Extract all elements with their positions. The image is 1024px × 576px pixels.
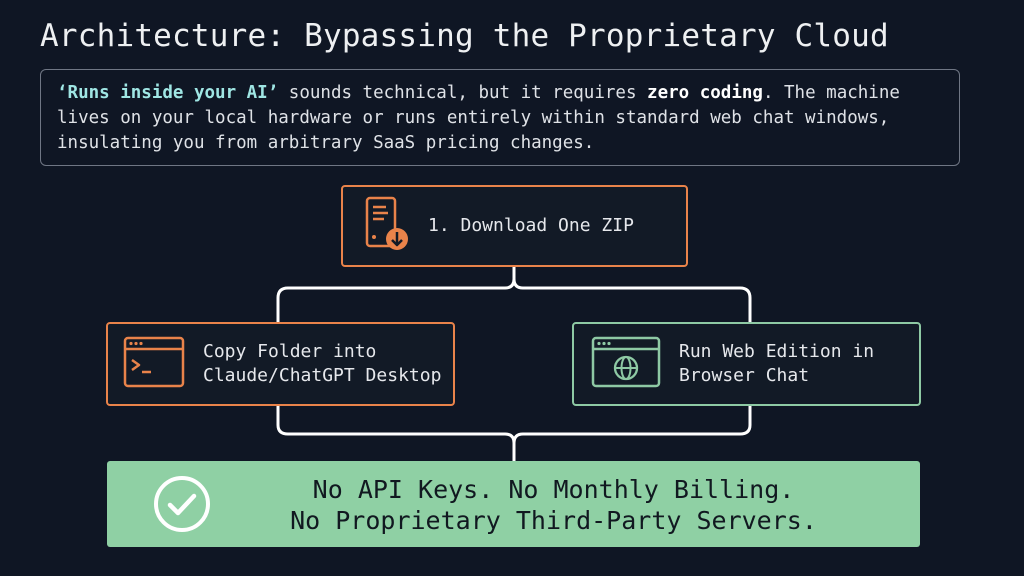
intro-quote: ‘Runs inside your AI’ bbox=[57, 83, 279, 103]
intro-text-1: sounds technical, but it requires bbox=[278, 83, 648, 103]
connector-top-split bbox=[276, 265, 516, 324]
connector-bottom-merge bbox=[276, 404, 516, 463]
intro-emphasis: zero coding bbox=[647, 83, 763, 103]
checkmark-circle-icon bbox=[152, 474, 212, 538]
step-download-label: 1. Download One ZIP bbox=[428, 215, 634, 236]
result-line-2: No Proprietary Third-Party Servers. bbox=[290, 506, 817, 535]
slide-title: Architecture: Bypassing the Proprietary … bbox=[40, 18, 889, 54]
step-web-line-2: Browser Chat bbox=[679, 365, 810, 386]
step-copy-line-1: Copy Folder into bbox=[203, 341, 377, 362]
step-web-line-1: Run Web Edition in bbox=[679, 341, 875, 362]
result-line-1: No API Keys. No Monthly Billing. bbox=[312, 475, 795, 504]
intro-callout: ‘Runs inside your AI’ sounds technical, … bbox=[40, 69, 960, 166]
zip-file-download-icon bbox=[364, 195, 410, 257]
step-copy-folder: Copy Folder into Claude/ChatGPT Desktop bbox=[106, 322, 455, 406]
browser-globe-icon bbox=[591, 336, 661, 392]
intro-text-2: . The machine lives on your local hardwa… bbox=[57, 83, 900, 153]
step-download-zip: 1. Download One ZIP bbox=[341, 185, 688, 267]
terminal-window-icon bbox=[123, 336, 185, 392]
result-text: No API Keys. No Monthly Billing. No Prop… bbox=[217, 474, 890, 536]
step-copy-line-2: Claude/ChatGPT Desktop bbox=[203, 365, 442, 386]
result-banner: No API Keys. No Monthly Billing. No Prop… bbox=[107, 461, 920, 547]
step-copy-label: Copy Folder into Claude/ChatGPT Desktop bbox=[203, 340, 441, 388]
step-web-edition: Run Web Edition in Browser Chat bbox=[572, 322, 921, 406]
connector-bottom-merge-right bbox=[512, 404, 752, 445]
step-web-label: Run Web Edition in Browser Chat bbox=[679, 340, 874, 388]
connector-top-split-right bbox=[512, 277, 752, 324]
